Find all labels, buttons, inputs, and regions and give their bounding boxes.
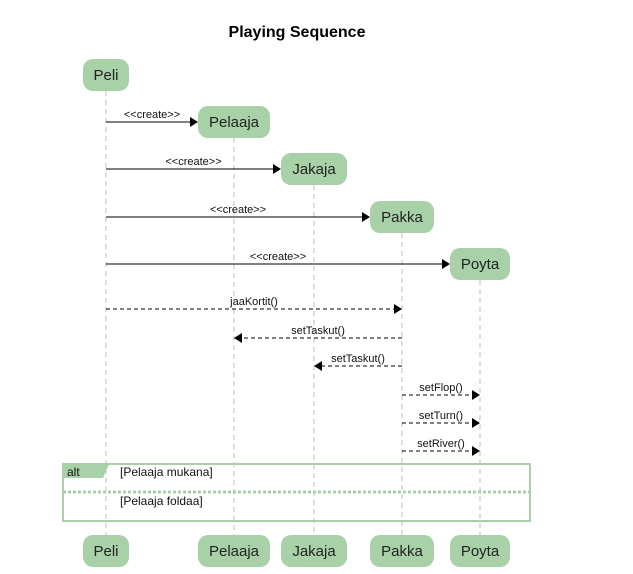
arrowhead-9 [472,446,480,456]
alt-frame-tag [63,464,109,478]
participant-box-jakaja-bottom [281,535,347,567]
message-label-6: setTaskut() [331,353,385,365]
diagram-title: Playing Sequence [229,24,366,41]
messages: <<create>> <<create>> <<create>> <<create>>… [106,109,480,456]
participant-label-jakaja-top: Jakaja [292,161,336,178]
participant-box-pakka-bottom [370,535,434,567]
arrowhead-0 [190,117,198,127]
alt-frame-tag-label: alt [67,465,80,479]
message-label-4: jaaKortit() [229,296,278,308]
participant-label-pelaaja-bottom: Pelaaja [209,543,260,560]
participant-label-peli-bottom: Peli [93,543,118,560]
participant-box-peli-bottom [83,535,129,567]
participant-box-poyta-top [450,248,510,280]
message-label-5: setTaskut() [291,325,345,337]
message-label-1: <<create>> [165,156,221,168]
participant-label-pakka-bottom: Pakka [381,543,423,560]
participants: PeliPeliPelaajaPelaajaJakajaJakajaPakkaP… [83,59,510,567]
message-label-8: setTurn() [419,410,463,422]
alt-guard-1: [Pelaaja mukana] [120,465,213,479]
message-label-9: setRiver() [417,438,465,450]
participant-box-peli-top [83,59,129,91]
participant-label-pelaaja-top: Pelaaja [209,114,260,131]
lifelines [105,91,481,535]
arrowhead-5 [234,333,242,343]
message-label-2: <<create>> [210,204,266,216]
arrowhead-1 [273,164,281,174]
arrowhead-4 [394,304,402,314]
arrowhead-6 [314,361,322,371]
alt-guard-2: [Pelaaja foldaa] [120,494,203,508]
participant-box-pelaaja-bottom [198,535,270,567]
participant-label-poyta-bottom: Poyta [461,543,500,560]
participant-box-pakka-top [370,201,434,233]
arrowhead-7 [472,390,480,400]
message-label-0: <<create>> [124,109,180,121]
participant-box-pelaaja-top [198,106,270,138]
participant-box-poyta-bottom [450,535,510,567]
message-label-7: setFlop() [419,382,462,394]
alt-frame: alt [Pelaaja mukana] [Pelaaja foldaa] [62,463,531,522]
participant-label-pakka-top: Pakka [381,209,423,226]
participant-label-jakaja-bottom: Jakaja [292,543,336,560]
arrowhead-2 [362,212,370,222]
message-label-3: <<create>> [250,251,306,263]
arrowhead-3 [442,259,450,269]
participant-label-peli-top: Peli [93,67,118,84]
arrowhead-8 [472,418,480,428]
participant-box-jakaja-top [281,153,347,185]
participant-label-poyta-top: Poyta [461,256,500,273]
